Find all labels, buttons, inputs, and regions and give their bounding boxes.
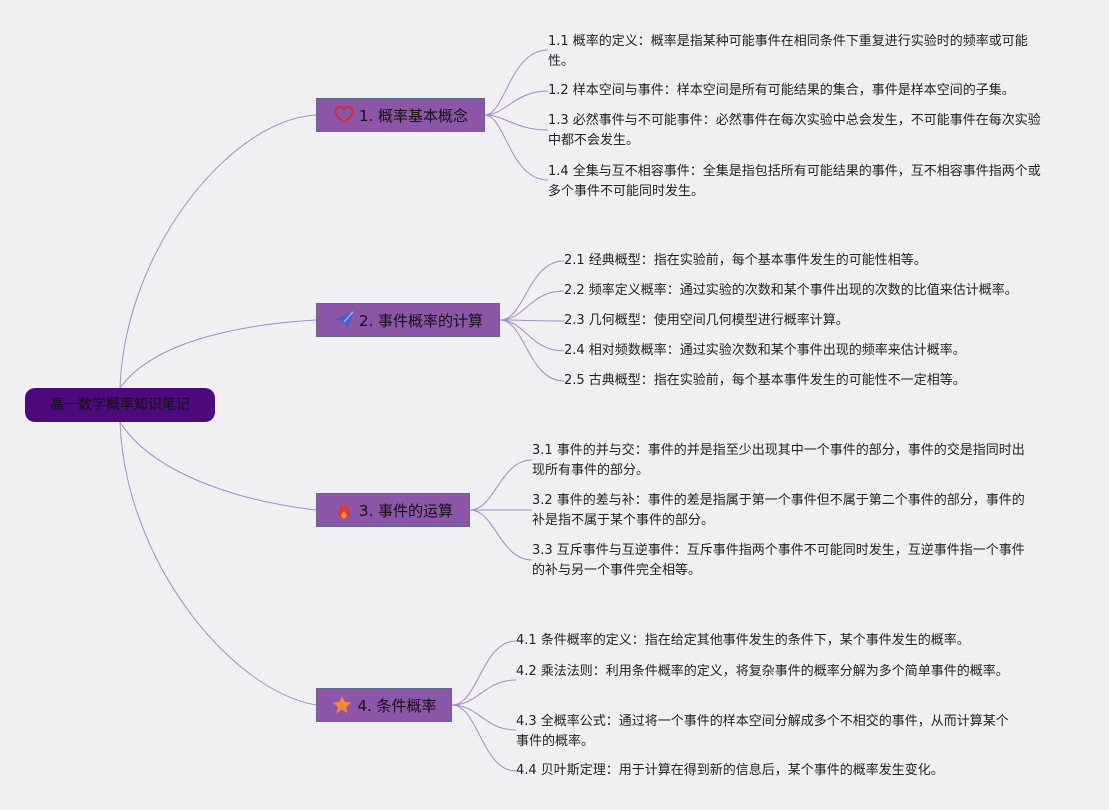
leaf-4-3[interactable]: 4.3 全概率公式：通过将一个事件的样本空间分解成多个不相交的事件，从而计算某个…	[516, 714, 1009, 749]
leaf-2-2[interactable]: 2.2 频率定义概率：通过实验的次数和某个事件出现的次数的比值来估计概率。	[564, 283, 1018, 298]
link-b4-l3	[451, 704, 517, 731]
leaf-2-5[interactable]: 2.5 古典概型：指在实验前，每个基本事件发生的可能性不一定相等。	[564, 373, 966, 388]
branch-topic-2[interactable]: 2. 事件概率的计算	[316, 303, 500, 337]
link-root-branch-1	[119, 114, 317, 389]
leaf-2-4[interactable]: 2.4 相对频数概率：通过实验次数和某个事件出现的频率来估计概率。	[564, 343, 966, 358]
leaf-4-1[interactable]: 4.1 条件概率的定义：指在给定其他事件发生的条件下，某个事件发生的概率。	[516, 633, 970, 648]
leaf-4-2[interactable]: 4.2 乘法法则：利用条件概率的定义，将复杂事件的概率分解为多个简单事件的概率。	[516, 664, 1009, 679]
link-b1-l1	[484, 49, 549, 116]
leaf-1-1[interactable]: 1.1 概率的定义：概率是指某种可能事件在相同条件下重复进行实验时的频率或可能性…	[548, 34, 1028, 69]
paper-plane-icon	[333, 309, 355, 331]
root-topic[interactable]: 高一数学概率知识笔记	[25, 388, 215, 422]
link-b1-l2	[484, 90, 549, 116]
link-b2-l4	[499, 319, 565, 352]
leaf-4-4[interactable]: 4.4 贝叶斯定理：用于计算在得到新的信息后，某个事件的概率发生变化。	[516, 763, 944, 778]
branch-label: 3. 事件的运算	[358, 501, 454, 520]
leaf-2-3[interactable]: 2.3 几何概型：使用空间几何模型进行概率计算。	[564, 313, 849, 328]
link-b1-l3	[484, 114, 549, 131]
link-root-branch-3	[119, 421, 317, 511]
link-b4-l1	[451, 640, 517, 706]
link-b1-l4	[484, 114, 549, 181]
link-b2-l3	[499, 319, 565, 322]
branch-topic-4[interactable]: 4. 条件概率	[316, 688, 452, 722]
link-b4-l4	[451, 704, 517, 772]
star-icon	[331, 694, 353, 716]
leaf-3-3[interactable]: 3.3 互斥事件与互逆事件：互斥事件指两个事件不可能同时发生，互逆事件指一个事件…	[532, 543, 1025, 578]
leaf-1-4[interactable]: 1.4 全集与互不相容事件：全集是指包括所有可能结果的事件，互不相容事件指两个或…	[548, 164, 1041, 199]
link-b2-l5	[499, 319, 565, 382]
leaf-3-1[interactable]: 3.1 事件的并与交：事件的并是指至少出现其中一个事件的部分，事件的交是指同时出…	[532, 443, 1025, 478]
link-b2-l2	[499, 290, 565, 321]
leaf-1-3[interactable]: 1.3 必然事件与不可能事件：必然事件在每次实验中总会发生，不可能事件在每次实验…	[548, 113, 1041, 148]
link-b3-l1	[469, 459, 533, 511]
branch-topic-3[interactable]: 3. 事件的运算	[316, 493, 470, 527]
link-root-branch-2	[119, 319, 317, 389]
leaf-3-2[interactable]: 3.2 事件的差与补：事件的差是指属于第一个事件但不属于第二个事件的部分，事件的…	[532, 493, 1025, 528]
leaf-2-1[interactable]: 2.1 经典概型：指在实验前，每个基本事件发生的可能性相等。	[564, 253, 927, 268]
branch-label: 4. 条件概率	[357, 696, 437, 715]
branch-label: 2. 事件概率的计算	[358, 311, 484, 330]
branch-topic-1[interactable]: 1. 概率基本概念	[316, 98, 485, 132]
leaf-1-2[interactable]: 1.2 样本空间与事件：样本空间是所有可能结果的集合，事件是样本空间的子集。	[548, 83, 1015, 98]
heart-icon	[333, 104, 355, 126]
link-b2-l1	[499, 260, 565, 321]
fire-icon	[333, 499, 355, 521]
link-b4-l2	[451, 679, 517, 706]
branch-label: 1. 概率基本概念	[358, 106, 469, 125]
link-root-branch-4	[119, 421, 317, 706]
link-b3-l3	[469, 509, 533, 561]
